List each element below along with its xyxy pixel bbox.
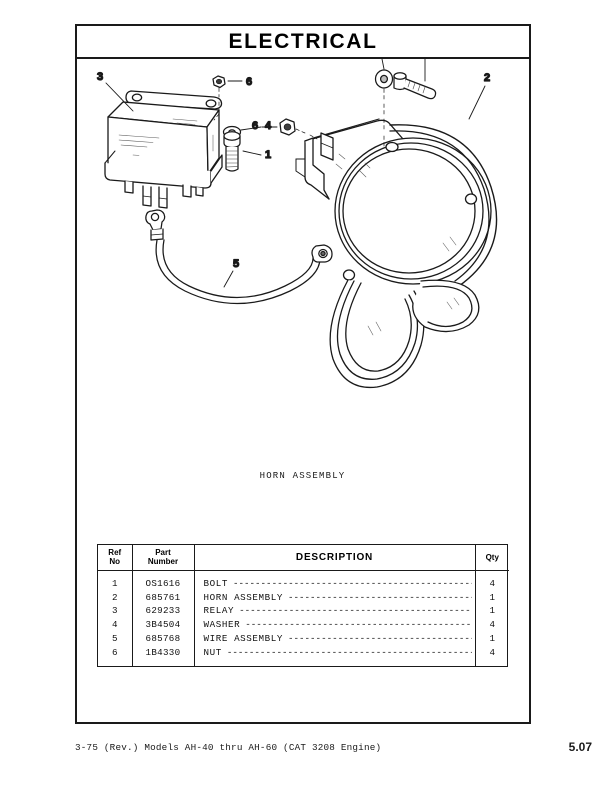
cell-description: BOLT -----------------------------------… [194, 576, 476, 591]
horn-bolt-part [393, 72, 437, 100]
header-ref-line2: No [109, 557, 121, 567]
svg-text:4: 4 [265, 120, 272, 132]
cell-part: OS1616 [132, 576, 195, 591]
cell-description: WASHER ---------------------------------… [194, 618, 476, 633]
cell-part: 685761 [132, 590, 195, 605]
description-label: WASHER [203, 619, 241, 631]
table-row: 5 685768 WIRE ASSEMBLY -----------------… [98, 632, 509, 646]
description-label: NUT [203, 646, 222, 658]
cell-qty: 4 [489, 577, 495, 589]
page-border: ELECTRICAL [75, 24, 531, 724]
relay-part [104, 90, 223, 209]
svg-text:1: 1 [265, 149, 271, 161]
wire-assembly-part [145, 209, 333, 305]
figure-caption: HORN ASSEMBLY [259, 471, 346, 481]
cell-qty: 1 [489, 605, 495, 617]
leader-dots: ----------------------------------------… [287, 591, 472, 603]
header-qty: Qty [475, 545, 509, 571]
footer-page-number: 5.07 [568, 740, 592, 754]
footer-revision-note: 3-75 (Rev.) Models AH-40 thru AH-60 (CAT… [75, 742, 382, 753]
cell-ref: 1 [98, 576, 133, 591]
header-description: DESCRIPTION [194, 545, 476, 571]
parts-list-table: Ref No Part Number DESCRIPTION Qty [97, 544, 509, 667]
callout-1-horn: 1 [424, 59, 426, 82]
svg-text:3: 3 [97, 71, 103, 83]
description-label: WIRE ASSEMBLY [203, 633, 283, 645]
section-title-band: ELECTRICAL [77, 26, 529, 59]
description-label: HORN ASSEMBLY [203, 591, 283, 603]
leader-dots: ----------------------------------------… [287, 633, 472, 645]
page-title: ELECTRICAL [228, 29, 378, 53]
cell-qty: 1 [489, 633, 495, 645]
cell-description: RELAY ----------------------------------… [194, 604, 476, 619]
cell-part: 685768 [132, 632, 195, 646]
callout-5: 5 [223, 257, 240, 288]
callout-4-horn: 4 [381, 59, 385, 70]
header-ref-line1: Ref [108, 548, 122, 557]
table-row: 1 OS1616 BOLT --------------------------… [98, 576, 509, 591]
callout-6-horn: 6 [251, 119, 278, 133]
relay-bolt-part [223, 131, 241, 172]
callout-4-relay: 4 [240, 119, 273, 133]
cell-qty: 4 [489, 646, 495, 658]
table-spacer-row [98, 570, 509, 577]
svg-text:5: 5 [233, 258, 239, 270]
cell-part: 3B4504 [132, 618, 195, 633]
cell-ref: 2 [98, 590, 133, 605]
leader-dots: ----------------------------------------… [245, 619, 472, 631]
table-spacer-row [98, 659, 509, 666]
cell-ref: 4 [98, 618, 133, 633]
callout-3: 3 [96, 70, 134, 112]
callout-6-relay: 6 [227, 75, 253, 89]
table-row: 3 629233 RELAY -------------------------… [98, 604, 509, 619]
table-header-row: Ref No Part Number DESCRIPTION Qty [98, 545, 509, 571]
leader-dots: ----------------------------------------… [226, 646, 472, 658]
callout-1-relay: 1 [242, 148, 272, 162]
description-label: RELAY [203, 605, 235, 617]
svg-text:6: 6 [252, 120, 258, 132]
cell-qty: 1 [489, 591, 495, 603]
table-row: 6 1B4330 NUT ---------------------------… [98, 645, 509, 660]
horn-assembly-drawing: 3 6 [96, 59, 498, 389]
callout-2: 2 [468, 71, 491, 120]
relay-nut-part [212, 75, 226, 89]
cell-ref: 3 [98, 604, 133, 619]
svg-text:6: 6 [246, 76, 252, 88]
horn-washer-part [374, 69, 394, 89]
description-label: BOLT [203, 577, 228, 589]
header-part-line1: Part [155, 548, 171, 557]
cell-ref: 6 [98, 645, 133, 660]
cell-part: 1B4330 [132, 645, 195, 660]
table-body: 1 OS1616 BOLT --------------------------… [98, 570, 509, 666]
svg-text:2: 2 [484, 72, 490, 84]
cell-description: NUT ------------------------------------… [194, 645, 476, 660]
cell-ref: 5 [98, 632, 133, 646]
leader-dots: ----------------------------------------… [239, 605, 471, 617]
header-part-line2: Number [147, 557, 179, 567]
header-ref-no: Ref No [98, 545, 133, 571]
header-part-number: Part Number [132, 545, 195, 571]
table-row: 4 3B4504 WASHER ------------------------… [98, 618, 509, 633]
cell-description: HORN ASSEMBLY --------------------------… [194, 590, 476, 605]
cell-qty: 4 [489, 619, 495, 631]
cell-part: 629233 [132, 604, 195, 619]
table-row: 2 685761 HORN ASSEMBLY -----------------… [98, 590, 509, 605]
horn-nut-part [279, 118, 296, 136]
parts-illustration: 3 6 [77, 59, 528, 519]
cell-description: WIRE ASSEMBLY --------------------------… [194, 632, 476, 646]
leader-dots: ----------------------------------------… [232, 577, 472, 589]
